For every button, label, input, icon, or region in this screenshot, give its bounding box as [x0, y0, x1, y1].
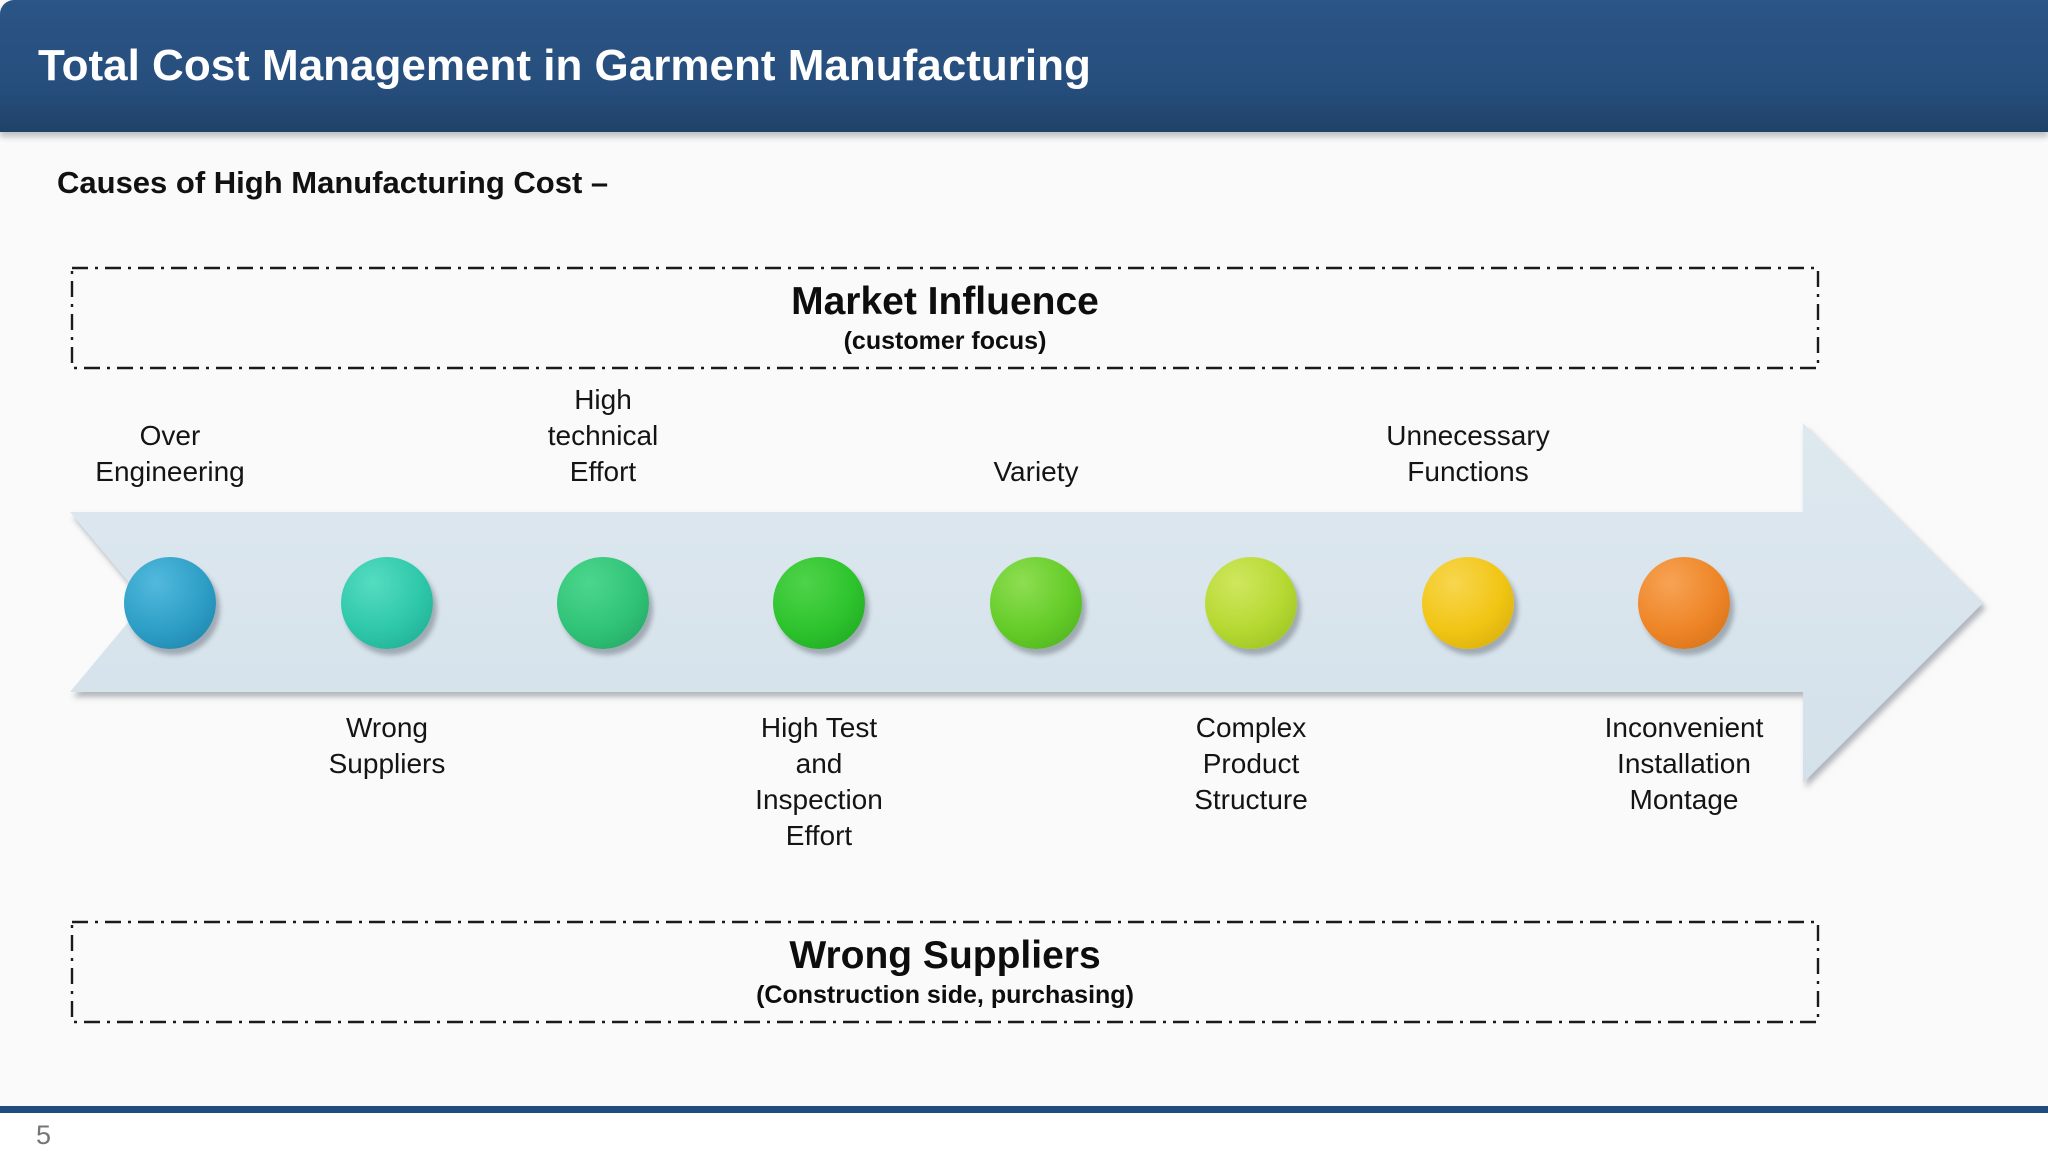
- slide-subheading: Causes of High Manufacturing Cost –: [57, 165, 609, 200]
- step-dot-over-engineering: [124, 557, 216, 649]
- page-number: 5: [36, 1120, 52, 1150]
- step-label-complex-product: Complex Product Structure: [1194, 712, 1308, 815]
- step-dot-unnecessary-functions: [1422, 557, 1514, 649]
- suppliers-box-title: Wrong Suppliers: [789, 934, 1101, 977]
- step-label-high-test-inspection: High Test and Inspection Effort: [755, 712, 883, 851]
- suppliers-box-subtitle: (Construction side, purchasing): [756, 981, 1134, 1009]
- market-box-title: Market Influence: [791, 280, 1099, 323]
- step-label-over-engineering: Over Engineering: [95, 420, 245, 487]
- step-label-unnecessary-functions: Unnecessary Functions: [1386, 420, 1550, 487]
- step-label-inconvenient-installation: Inconvenient Installation Montage: [1604, 712, 1764, 815]
- wrong-suppliers-box: Wrong Suppliers (Construction side, purc…: [70, 920, 1820, 1024]
- step-dot-variety: [990, 557, 1082, 649]
- market-box-subtitle: (customer focus): [843, 327, 1047, 355]
- step-label-variety: Variety: [993, 456, 1079, 487]
- step-label-high-technical-effort: High technical Effort: [547, 384, 659, 487]
- step-label-wrong-suppliers: Wrong Suppliers: [328, 712, 446, 779]
- slide-title: Total Cost Management in Garment Manufac…: [38, 41, 1091, 90]
- step-dot-high-technical-effort: [557, 557, 649, 649]
- step-dot-wrong-suppliers: [341, 557, 433, 649]
- slide-header-bar: Total Cost Management in Garment Manufac…: [0, 0, 2048, 132]
- footer-divider-line: [0, 1106, 2048, 1113]
- step-dot-high-test-inspection: [773, 557, 865, 649]
- step-dot-inconvenient-installation: [1638, 557, 1730, 649]
- step-dot-complex-product: [1205, 557, 1297, 649]
- market-influence-box: Market Influence (customer focus): [70, 266, 1820, 370]
- footer-strip: [0, 1113, 2048, 1152]
